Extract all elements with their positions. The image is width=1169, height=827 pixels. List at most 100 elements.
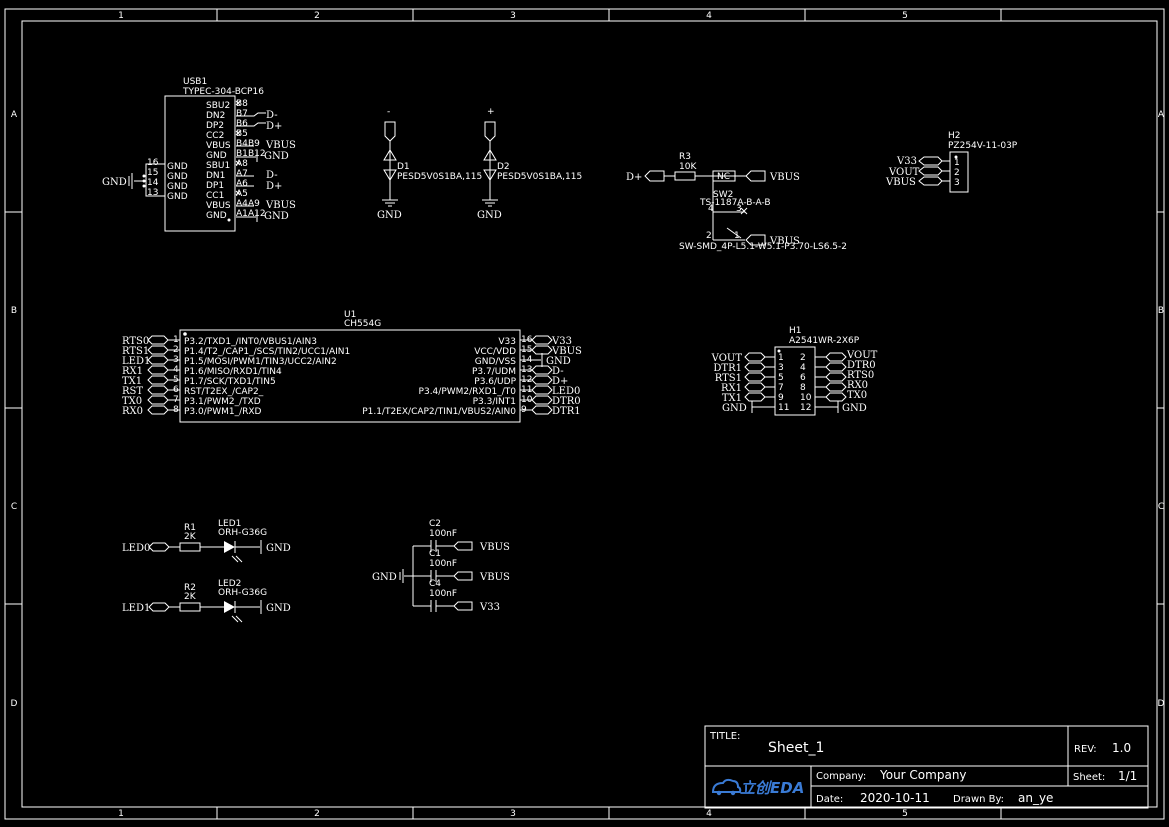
u1-left-pin-num: 8	[173, 405, 179, 415]
led-net-2: LED1	[122, 603, 150, 614]
d1-designator: D1	[397, 162, 410, 172]
led-block: LED0 R1 2K LED1 ORH-G36G GND LED1 R2 2K …	[122, 519, 291, 623]
usb1-net-vbus-1: VBUS	[265, 140, 296, 151]
h1-left-net: GND	[722, 403, 747, 414]
rev-label: REV:	[1074, 744, 1097, 755]
usb1-pin-num-alt: A9	[248, 199, 260, 209]
sw2-net: VBUS	[769, 236, 800, 247]
h1-right-net: RTS0	[847, 370, 874, 381]
r1-value: 2K	[184, 532, 197, 542]
h1-right-pin-num: 4	[800, 363, 806, 373]
usb1-shield-pin-2: GND	[167, 172, 188, 182]
u1-right-pin-name: P3.6/UDP	[474, 377, 516, 387]
u1-right-pin-num: 13	[521, 365, 532, 375]
u1-right-pin-name: P1.1/T2EX/CAP2/TIN1/VBUS2/AIN0	[362, 407, 516, 417]
usb1-pin-name: CC2	[206, 131, 224, 141]
u1-left-pin-num: 7	[173, 395, 179, 405]
h1-right-net: RX0	[847, 380, 868, 391]
h2-header: H2 PZ254V-11-03P 1 2 3 V33 VOUT VBUS	[885, 131, 1018, 193]
r3-net-in: D+	[626, 172, 642, 183]
usb1-pin-num: A7	[236, 169, 248, 179]
d1-gnd-net: GND	[377, 210, 402, 221]
usb1-pin-name: SBU1	[206, 161, 230, 171]
usb1-pin-num: A5	[236, 189, 248, 199]
r2-value: 2K	[184, 592, 197, 602]
sw2-pin-4: 4	[708, 204, 714, 214]
d1-part: PESD5V0S1BA,115	[397, 172, 482, 182]
usb1-pin-num: B8	[236, 99, 248, 109]
usb1-pin-num: B1	[236, 149, 248, 159]
usb1-pin-name: GND	[206, 211, 227, 221]
col-label-5-bottom: 5	[902, 809, 908, 819]
date-label: Date:	[816, 794, 843, 805]
usb1-part: TYPEC-304-BCP16	[182, 87, 264, 97]
u1-right-net: D+	[552, 376, 568, 387]
r2-designator: R2	[184, 583, 196, 593]
u1-left-pin-num: 5	[173, 375, 179, 385]
sw2-footprint: SW-SMD_4P-L5.1-W5.1-P3.70-LS6.5-2	[679, 242, 847, 252]
col-label-5: 5	[902, 11, 908, 21]
u1-left-net: LED1	[122, 356, 150, 367]
drawn-by-value: an_ye	[1018, 791, 1053, 805]
u1-left-net-flag	[147, 375, 169, 385]
u1-right-net: LED0	[552, 386, 580, 397]
row-label-d: D	[11, 699, 18, 709]
led1-designator: LED1	[218, 519, 241, 529]
u1-right-pin-name: GND/VSS	[475, 357, 517, 367]
h1-left-flag	[744, 362, 766, 372]
h2-pin-2: 2	[954, 168, 960, 178]
col-label-4: 4	[706, 11, 712, 21]
led1-part: ORH-G36G	[218, 528, 267, 538]
usb1-shield-num-2: 15	[147, 168, 158, 178]
usb1-pin-num: A6	[236, 179, 248, 189]
u1-left-pin-name: P1.7/SCK/TXD1/TIN5	[184, 377, 276, 387]
title-block: TITLE: Sheet_1 REV: 1.0 Company: Your Co…	[704, 725, 1149, 809]
u1-left-pin-name: RST/T2EX_/CAP2_	[184, 387, 264, 397]
u1-right-pin-num: 11	[521, 385, 532, 395]
u1-left-net: RST	[122, 386, 143, 397]
h1-right-flag	[825, 362, 847, 372]
u1-left-pin-name: P1.4/T2_/CAP1_/SCS/TIN2/UCC1/AIN1	[184, 347, 350, 357]
sheet-label: Sheet:	[1073, 772, 1105, 783]
usb1-shield-num-4: 13	[147, 188, 158, 198]
u1-right-pin-num: 16	[521, 335, 533, 345]
r3-value: 10K	[679, 162, 697, 172]
d2-tvs-diode: + D2 PESD5V0S1BA,115 GND	[477, 107, 582, 221]
c1-value: 100nF	[429, 559, 457, 569]
d1-top-label: -	[387, 107, 390, 117]
u1-right-pin-num: 10	[521, 395, 533, 405]
company-label: Company:	[816, 771, 866, 782]
row-label-b: B	[11, 306, 17, 316]
h1-right-flag	[825, 382, 847, 392]
c4-value: 100nF	[429, 589, 457, 599]
u1-left-pin-name: P1.5/MOSI/PWM1/TIN3/UCC2/AIN2	[184, 357, 337, 367]
sw2-part: TS-1187A-B-A-B	[699, 198, 771, 208]
h2-net-1: V33	[896, 156, 917, 167]
h1-right-flag	[825, 392, 847, 402]
lceda-logo-icon: 立创EDA	[711, 778, 804, 797]
u1-right-net-flag	[531, 345, 553, 355]
rev-value: 1.0	[1112, 741, 1131, 755]
u1-right-net: V33	[551, 336, 572, 347]
h1-right-flag	[825, 352, 847, 362]
usb1-pin-name: DP2	[206, 121, 224, 131]
u1-left-net-flag	[147, 395, 169, 405]
h1-left-pin-num: 11	[778, 403, 789, 413]
u1-left-net-flag	[147, 365, 169, 375]
row-label-a: A	[11, 110, 18, 120]
u1-right-pin-num: 9	[521, 405, 527, 415]
h1-left-pin-num: 5	[778, 373, 784, 383]
u1-left-net-flag	[147, 345, 169, 355]
c2-net: VBUS	[479, 542, 510, 553]
u1-right-pin-name: P3.3/INT1	[473, 397, 516, 407]
row-label-c: C	[11, 502, 17, 512]
sw2-pin-3: 3	[736, 204, 742, 214]
u1-left-net-flag	[147, 355, 169, 365]
u1-right-net-flag	[531, 395, 553, 405]
r3-nc-label: NC	[717, 172, 730, 182]
u1-right-pin-name: V33	[498, 337, 516, 347]
h1-left-net: VOUT	[711, 353, 743, 364]
usb1-pin-num: B5	[236, 129, 248, 139]
h1-left-flag	[744, 372, 766, 382]
